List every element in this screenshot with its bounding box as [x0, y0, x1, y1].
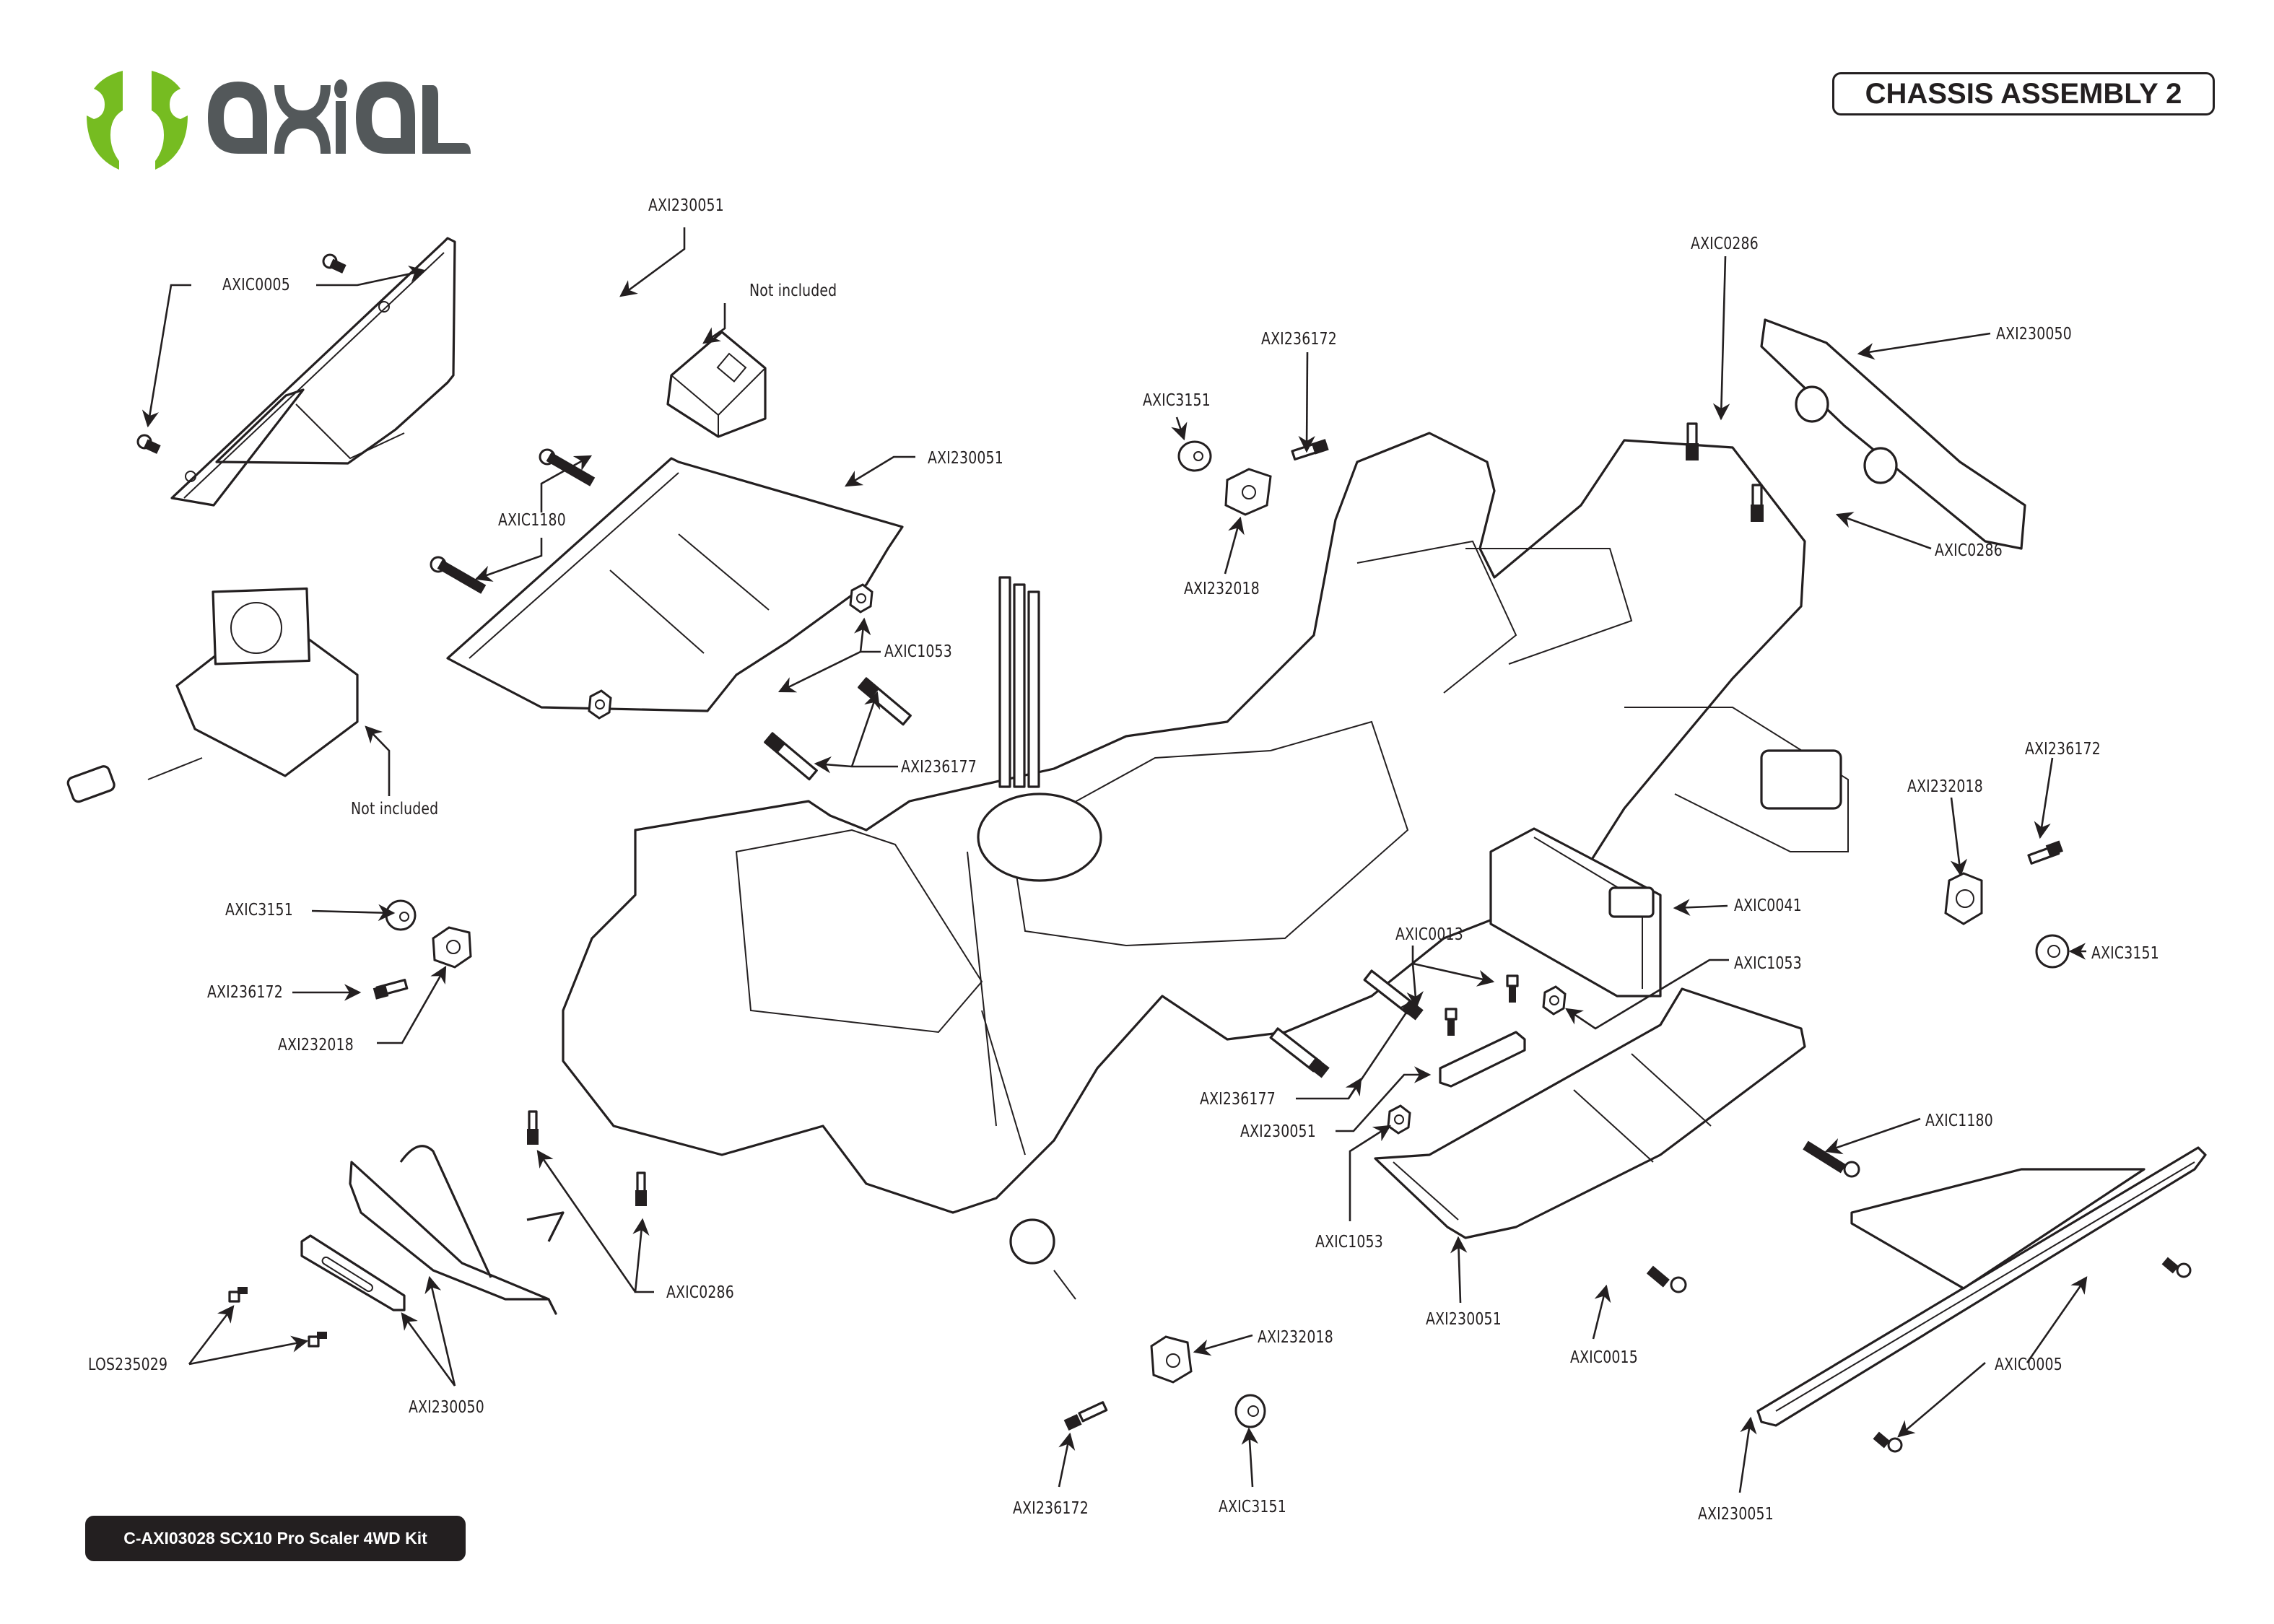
kit-footer-badge: C-AXI03028 SCX10 Pro Scaler 4WD Kit [85, 1516, 466, 1561]
callout-label: AXI230051 [648, 196, 724, 215]
callout-label: AXI230051 [1426, 1310, 1502, 1329]
callout-label: AXIC1180 [498, 511, 566, 530]
callout-label: AXIC0286 [1935, 541, 2003, 560]
part-hex-pin-left [373, 979, 409, 1000]
logo-emblem-icon [87, 71, 188, 170]
callout-label: AXI230050 [1996, 325, 2072, 344]
part-pin-axi236177-d [1269, 1027, 1330, 1078]
callout-label: AXIC3151 [1219, 1498, 1286, 1516]
part-pin-axi236177-a [858, 677, 912, 726]
part-pin-axic0286-d [635, 1171, 647, 1206]
leader-lines [141, 227, 2088, 1493]
callout-label: AXI230051 [1698, 1505, 1774, 1524]
part-nut-axic1053-a [849, 583, 874, 614]
part-battery-tray-left [446, 457, 904, 712]
callout-label: AXIC1180 [1925, 1112, 1993, 1130]
callout-label: AXIC0041 [1734, 896, 1802, 915]
part-screw-axic1180-a [539, 448, 596, 486]
callout-label: AXIC0286 [666, 1283, 734, 1302]
callout-label: AXIC1053 [884, 642, 952, 661]
callout-label: AXIC0013 [1395, 925, 1463, 944]
part-screw-axic1180-c [1803, 1140, 1860, 1178]
part-screw-axic1180-b [430, 556, 487, 594]
part-screw-axic0005-d [1873, 1431, 1903, 1453]
callout-label: AXI236172 [2025, 740, 2101, 759]
part-flange-nut-left [385, 899, 417, 931]
callout-label: Not included [351, 800, 439, 818]
part-screw-los235029-a [228, 1287, 248, 1303]
part-flange-nut-upper [1177, 440, 1212, 472]
callout-label: AXI236172 [207, 983, 283, 1002]
callout-label: AXI232018 [1258, 1328, 1333, 1347]
part-screw-axic0005-c [2161, 1257, 2192, 1278]
part-battery-tray-right [1374, 987, 1806, 1239]
part-wheel-hex-bottom [1150, 1335, 1193, 1384]
callout-label: AXIC1053 [1734, 954, 1802, 973]
callout-label: AXI236177 [901, 758, 977, 777]
part-pin-axic0286-a [1686, 422, 1699, 460]
callout-label: AXI230050 [409, 1398, 484, 1417]
page-title-box: CHASSIS ASSEMBLY 2 [1832, 72, 2215, 115]
part-pin-axic0286-b [1751, 484, 1764, 522]
part-cap-screw-a [1445, 1008, 1458, 1036]
part-nut-axic1053-b [588, 689, 612, 720]
part-wheel-hex-upper [1224, 468, 1272, 516]
part-main-chassis [562, 432, 1849, 1300]
callout-label: AXIC3151 [225, 901, 293, 920]
callout-label: AXIC0005 [1995, 1355, 2062, 1374]
part-hex-pin-right [2027, 840, 2063, 865]
part-screw-axic0005-b [136, 434, 161, 454]
part-flange-nut-bottom [1234, 1394, 1266, 1428]
part-hex-pin-bottom [1063, 1401, 1108, 1431]
axial-logo-mark [87, 71, 471, 170]
part-battery-strap [1489, 827, 1662, 997]
kit-name: C-AXI03028 SCX10 Pro Scaler 4WD Kit [123, 1529, 427, 1547]
axial-logo [83, 69, 531, 170]
part-nut-axic1053-d [1387, 1104, 1411, 1135]
part-pin-axic0286-c [527, 1110, 539, 1145]
callout-label: AXI230051 [928, 449, 1003, 468]
part-esc [66, 587, 359, 803]
part-hex-pin-upper [1291, 439, 1329, 461]
page-title: CHASSIS ASSEMBLY 2 [1865, 77, 2182, 110]
callout-label: AXIC0005 [222, 276, 290, 294]
part-wheel-hex-left [432, 926, 472, 969]
part-tray-bracket [1439, 1031, 1526, 1088]
callout-label: AXIC3151 [2091, 944, 2159, 963]
callout-label: AXI232018 [1184, 580, 1260, 598]
callout-label: AXIC3151 [1143, 391, 1211, 410]
callout-label: AXI232018 [1907, 777, 1983, 796]
part-screw-los235029-b [308, 1332, 327, 1348]
logo-wordmark [208, 79, 471, 154]
part-flange-nut-right [2035, 934, 2070, 969]
part-fairlead [300, 1234, 406, 1311]
part-rear-bumper [1760, 318, 2026, 550]
callout-label: AXIC1053 [1315, 1233, 1383, 1252]
part-screw-axic0015 [1646, 1265, 1687, 1293]
callout-label: Not included [749, 281, 837, 300]
part-screw-axic0005-a [322, 253, 347, 274]
part-front-bumper [349, 1145, 565, 1315]
callout-label: LOS235029 [88, 1355, 168, 1374]
callout-label: AXIC0015 [1570, 1348, 1638, 1367]
callout-label: AXI236172 [1013, 1499, 1089, 1518]
part-nut-axic1053-c [1542, 985, 1567, 1016]
callout-label: AXIC0286 [1691, 235, 1759, 253]
part-pin-axi236177-b [764, 732, 818, 781]
part-receiver [666, 331, 767, 438]
part-side-plate-top-left [170, 237, 456, 507]
callout-label: AXI230051 [1240, 1122, 1316, 1141]
part-cap-screw-b [1506, 974, 1519, 1003]
callout-label: AXI232018 [278, 1036, 354, 1055]
part-side-plate-bottom-right [1756, 1146, 2207, 1427]
callout-label: AXI236172 [1261, 330, 1337, 349]
callout-label: AXI236177 [1200, 1090, 1276, 1109]
part-wheel-hex-right [1944, 872, 1983, 925]
